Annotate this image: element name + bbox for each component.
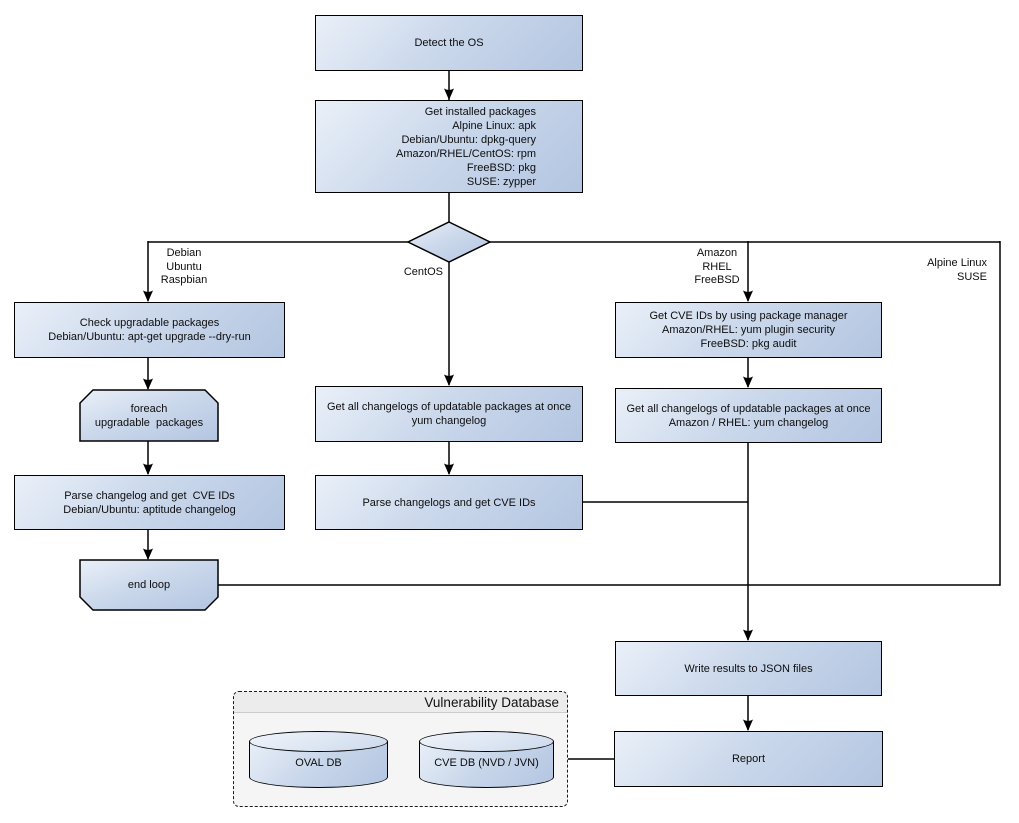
branch-label-amazon-rhel-freebsd: Amazon RHEL FreeBSD: [694, 247, 740, 286]
node-get-changelogs-centos-label: Get all changelogs of updatable packages…: [326, 401, 571, 427]
oval-db-cylinder: OVAL DB: [249, 731, 388, 788]
node-get-cve-ids-package-manager: Get CVE IDs by using package manager Ama…: [615, 302, 882, 358]
node-get-installed-packages: Get installed packages Alpine Linux: apk…: [315, 100, 583, 193]
node-get-changelogs-centos: Get all changelogs of updatable packages…: [315, 386, 583, 442]
foreach-loop-shape: [79, 389, 219, 442]
node-parse-changelog-debian: Parse changelog and get CVE IDs Debian/U…: [14, 475, 285, 530]
node-parse-changelogs-centos-label: Parse changelogs and get CVE IDs: [362, 496, 536, 509]
vulnerability-database-title: Vulnerability Database: [234, 692, 567, 713]
node-get-cve-ids-package-manager-label: Get CVE IDs by using package manager Ama…: [649, 310, 848, 350]
node-foreach-loop-label: foreach upgradable packages: [94, 402, 204, 429]
node-end-loop: end loop: [80, 560, 218, 610]
node-foreach-loop: foreach upgradable packages: [80, 390, 218, 441]
end-loop-shape: [79, 559, 219, 611]
node-write-results-json: Write results to JSON files: [615, 641, 882, 696]
node-parse-changelogs-centos: Parse changelogs and get CVE IDs: [315, 475, 583, 530]
oval-db-cylinder-top: [249, 731, 388, 752]
cve-db-cylinder-top: [419, 731, 554, 752]
node-check-upgradable-packages-label: Check upgradable packages Debian/Ubuntu:…: [48, 317, 251, 343]
node-get-changelogs-amazon: Get all changelogs of updatable packages…: [615, 388, 882, 443]
cve-db-cylinder: CVE DB (NVD / JVN): [419, 731, 554, 788]
node-detect-os-label: Detect the OS: [414, 37, 484, 49]
node-get-changelogs-amazon-label: Get all changelogs of updatable packages…: [626, 402, 871, 429]
node-detect-os: Detect the OS: [315, 15, 583, 71]
node-end-loop-label: end loop: [127, 579, 171, 591]
branch-label-alpine-suse: Alpine Linux SUSE: [927, 257, 987, 283]
os-decision-diamond: [406, 221, 492, 263]
node-get-installed-packages-label: Get installed packages Alpine Linux: apk…: [396, 105, 536, 188]
node-report-label: Report: [731, 753, 766, 765]
connector-lines: [147, 71, 1001, 760]
branch-label-centos: CentOS: [403, 266, 443, 278]
oval-db-label: OVAL DB: [295, 757, 342, 769]
arrowheads: [143, 88, 753, 731]
node-report: Report: [614, 731, 883, 787]
cve-db-label: CVE DB (NVD / JVN): [434, 757, 539, 769]
node-parse-changelog-debian-label: Parse changelog and get CVE IDs Debian/U…: [63, 489, 236, 516]
branch-label-debian-ubuntu-raspbian: Debian Ubuntu Raspbian: [160, 247, 208, 286]
node-write-results-json-label: Write results to JSON files: [684, 662, 813, 675]
vulnerability-database-group: Vulnerability Database OVAL DB CVE DB (N…: [233, 691, 568, 807]
node-check-upgradable-packages: Check upgradable packages Debian/Ubuntu:…: [14, 302, 285, 358]
